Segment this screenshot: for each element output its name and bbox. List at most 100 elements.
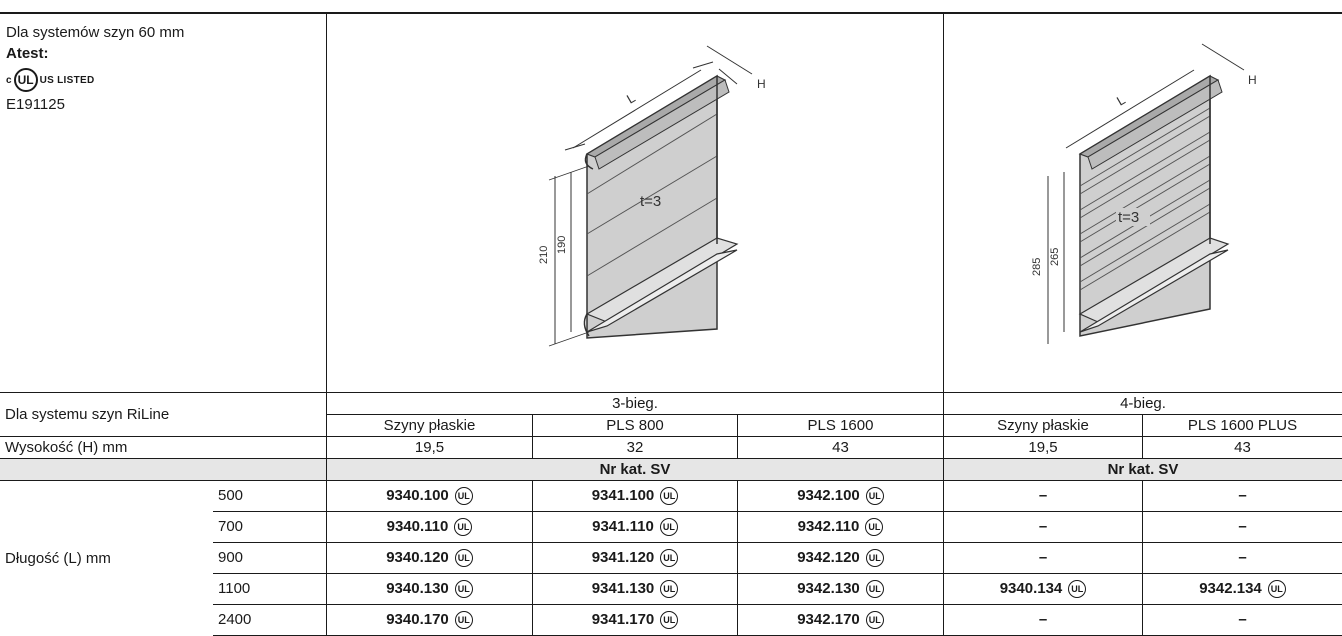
thickness-label: t=3 [640,193,661,210]
info-panel: Dla systemów szyn 60 mm Atest: c UL US L… [0,14,327,393]
catalog-label-3: Nr kat. SV [327,459,944,481]
col-header: Szyny płaskie [944,415,1143,437]
length-value: 2400 [213,605,327,636]
thickness-label-2: t=3 [1118,209,1139,226]
length-row-label: Długość (L) mm [5,549,111,567]
height-cell: 32 [533,437,738,459]
height-outer-label-2: 285 [1031,258,1043,276]
height-cell: 19,5 [944,437,1143,459]
dim-l-label-2: L [1114,92,1128,109]
ul-approval-icon: UL [660,611,679,629]
col-header: Szyny płaskie [327,415,533,437]
length-value: 1100 [213,574,327,605]
catalog-number-cell: – [944,543,1143,574]
catalog-number: 9340.170 [386,611,449,628]
height-cell: 43 [1143,437,1342,459]
ul-logo-icon: UL [13,68,38,92]
ul-approval-icon: UL [865,580,884,598]
ul-approval-icon: UL [454,549,473,567]
catalog-number: 9340.120 [386,549,449,566]
ul-approval-icon: UL [660,580,679,598]
catalog-number: 9340.100 [386,487,449,504]
height-cell: 19,5 [327,437,533,459]
catalog-number: 9342.110 [797,518,860,535]
catalog-number-cell: 9341.120 UL [533,543,738,574]
drawing-4-bieg: L H 285 265 t=3 [944,14,1342,393]
height-inner-label: 190 [556,236,568,254]
catalog-number-cell: 9340.110 UL [327,512,533,543]
system-title: Dla systemów szyn 60 mm [6,24,185,41]
catalog-number: – [1038,611,1048,628]
dim-l-label: L [624,90,638,107]
catalog-number-cell: – [944,512,1143,543]
catalog-number: 9341.170 [591,611,655,628]
catalog-number: – [1038,487,1048,504]
ul-approval-icon: UL [454,580,473,598]
ul-approval-icon: UL [865,487,884,505]
cert-number: E191125 [6,96,65,113]
catalog-number: 9342.100 [797,487,860,504]
ul-approval-icon: UL [660,487,679,505]
ul-approval-icon: UL [660,549,679,567]
catalog-number: 9341.120 [591,549,655,566]
catalog-number-cell: 9340.130 UL [327,574,533,605]
group-4-bieg: 4-bieg. [944,393,1342,415]
catalog-number: – [1238,487,1247,504]
catalog-number-cell: 9340.170 UL [327,605,533,636]
dim-h-label: H [757,77,766,91]
catalog-number: 9341.100 [591,487,655,504]
catalog-number: – [1038,549,1048,566]
col-header: PLS 800 [533,415,738,437]
catalog-number-cell: – [1143,481,1342,512]
length-value: 500 [213,481,327,512]
catalog-number: – [1238,549,1247,566]
ul-approval-icon: UL [454,487,473,505]
catalog-number: 9340.110 [386,518,449,535]
catalog-number-cell: 9341.100 UL [533,481,738,512]
catalog-number: – [1038,518,1048,535]
catalog-number-cell: 9340.120 UL [327,543,533,574]
ul-approval-icon: UL [659,518,678,536]
catalog-number: 9342.120 [797,549,860,566]
height-inner-label-2: 265 [1049,248,1061,266]
catalog-number-cell: 9342.134 UL [1143,574,1342,605]
catalog-row-blank [0,459,327,481]
catalog-number: 9341.110 [592,518,654,535]
catalog-number-cell: 9341.170 UL [533,605,738,636]
catalog-number: – [1238,518,1247,535]
catalog-number: 9340.134 [999,580,1063,597]
ul-approval-icon: UL [454,518,473,536]
height-cell: 43 [738,437,944,459]
ul-approval-icon: UL [1267,580,1286,598]
catalog-number-cell: 9340.100 UL [327,481,533,512]
catalog-number: 9342.130 [797,580,860,597]
catalog-number-cell: 9342.100 UL [738,481,944,512]
catalog-number-cell: – [944,481,1143,512]
catalog-label-4: Nr kat. SV [944,459,1342,481]
catalog-number-cell: – [1143,512,1342,543]
catalog-number-cell: – [944,605,1143,636]
atest-label: Atest: [6,45,49,62]
catalog-number: 9340.130 [386,580,449,597]
top-rule [0,12,1342,14]
drawing-3-bieg: L H 210 190 t=3 [327,14,944,393]
system-row-label: Dla systemu szyn RiLine [0,393,327,437]
catalog-number: – [1238,611,1247,628]
length-value: 900 [213,543,327,574]
ul-approval-icon: UL [865,518,884,536]
dim-h-label-2: H [1248,73,1257,87]
ul-approval-icon: UL [454,611,473,629]
catalog-number-cell: – [1143,605,1342,636]
catalog-number-cell: 9341.110 UL [533,512,738,543]
catalog-number-cell: – [1143,543,1342,574]
ul-approval-icon: UL [865,611,884,629]
catalog-number: 9342.134 [1199,580,1262,597]
catalog-number-cell: 9342.110 UL [738,512,944,543]
catalog-number-cell: 9342.130 UL [738,574,944,605]
col-header: PLS 1600 PLUS [1143,415,1342,437]
